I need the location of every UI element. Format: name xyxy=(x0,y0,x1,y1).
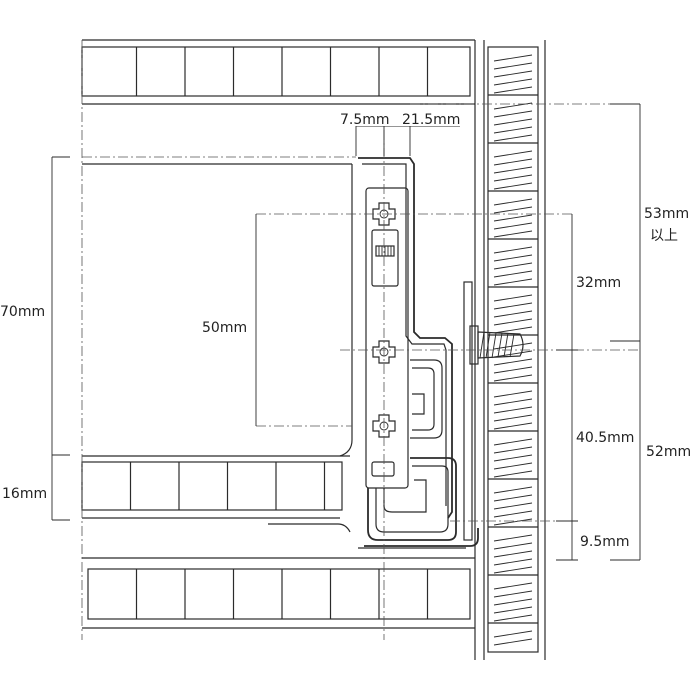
cell-divider xyxy=(493,630,533,638)
drawer-bottom-panel xyxy=(81,455,350,519)
rail-bracket xyxy=(358,157,479,549)
dim-left-70: 70mm xyxy=(0,304,45,320)
dimension-labels: 7.5mm 21.5mm 70mm 16mm 50mm 32mm 40.5mm … xyxy=(0,110,694,550)
cell-divider xyxy=(493,70,533,78)
cell-divider xyxy=(493,86,533,94)
cell-divider xyxy=(493,54,533,62)
dim-top-left: 7.5mm xyxy=(340,112,390,128)
cell-divider xyxy=(493,454,533,462)
cell-divider xyxy=(493,606,533,614)
cell-divider xyxy=(493,206,533,214)
cell-divider xyxy=(493,310,533,318)
cell-divider xyxy=(493,406,533,414)
cell-divider xyxy=(493,62,533,70)
cell-divider xyxy=(493,198,533,206)
cell-divider xyxy=(493,294,533,302)
dim-right-32: 32mm xyxy=(576,275,621,291)
cell-divider xyxy=(493,262,533,270)
cell-divider xyxy=(493,126,533,134)
bottom-shelf-board xyxy=(82,557,475,629)
adjuster-knob xyxy=(372,340,396,364)
cell-divider xyxy=(493,462,533,470)
cell-divider xyxy=(493,550,533,558)
cell-divider xyxy=(493,158,533,166)
cell-divider xyxy=(493,358,533,366)
cell-divider xyxy=(493,134,533,142)
cell-divider xyxy=(493,166,533,174)
cell-divider xyxy=(493,398,533,406)
cell-divider xyxy=(493,510,533,518)
cell-divider xyxy=(493,342,533,350)
dimension-lines xyxy=(51,103,641,561)
cell-divider xyxy=(493,182,533,190)
cell-divider xyxy=(493,350,533,358)
top-shelf-board xyxy=(81,39,475,105)
cell-divider xyxy=(493,502,533,510)
mounting-screw xyxy=(469,325,524,365)
dim-far-53: 53mm xyxy=(644,206,689,222)
cell-divider xyxy=(493,470,533,478)
cell-divider xyxy=(493,486,533,494)
cell-divider xyxy=(493,438,533,446)
cell-divider xyxy=(493,518,533,526)
dim-left-16: 16mm xyxy=(2,486,47,502)
center-lines xyxy=(81,40,640,640)
cell-divider xyxy=(493,582,533,590)
cell-divider xyxy=(493,542,533,550)
cell-divider xyxy=(493,366,533,374)
cell-divider xyxy=(493,174,533,182)
cell-divider xyxy=(493,566,533,574)
cell-divider xyxy=(493,326,533,334)
dim-far-52: 52mm xyxy=(646,444,691,460)
cell-divider xyxy=(493,150,533,158)
dim-top-right: 21.5mm xyxy=(402,112,460,128)
cell-divider xyxy=(493,446,533,454)
cell-divider xyxy=(493,558,533,566)
cell-divider xyxy=(493,78,533,86)
cell-divider xyxy=(493,598,533,606)
cell-divider xyxy=(493,246,533,254)
cell-divider xyxy=(493,494,533,502)
cell-divider xyxy=(493,254,533,262)
cell-divider xyxy=(493,414,533,422)
drawer-side xyxy=(82,163,353,533)
cell-divider xyxy=(493,230,533,238)
cell-divider xyxy=(493,110,533,118)
cabinet-side-wall xyxy=(474,40,546,660)
cell-divider xyxy=(493,374,533,382)
cell-divider xyxy=(493,214,533,222)
adjuster-knob xyxy=(372,202,396,226)
cell-divider xyxy=(493,614,533,622)
cell-divider xyxy=(493,222,533,230)
cell-divider xyxy=(493,302,533,310)
cell-divider xyxy=(493,118,533,126)
dim-right-9-5: 9.5mm xyxy=(580,534,630,550)
cell-divider xyxy=(493,590,533,598)
dim-center-50: 50mm xyxy=(202,320,247,336)
cell-divider xyxy=(493,318,533,326)
dim-right-40-5: 40.5mm xyxy=(576,430,634,446)
cell-divider xyxy=(493,270,533,278)
adjuster-knob xyxy=(372,414,396,438)
cell-divider xyxy=(493,638,533,646)
cell-divider xyxy=(493,390,533,398)
dim-far-53-note: 以上 xyxy=(650,228,678,244)
cell-divider xyxy=(493,422,533,430)
cell-divider xyxy=(493,534,533,542)
cell-divider xyxy=(493,278,533,286)
